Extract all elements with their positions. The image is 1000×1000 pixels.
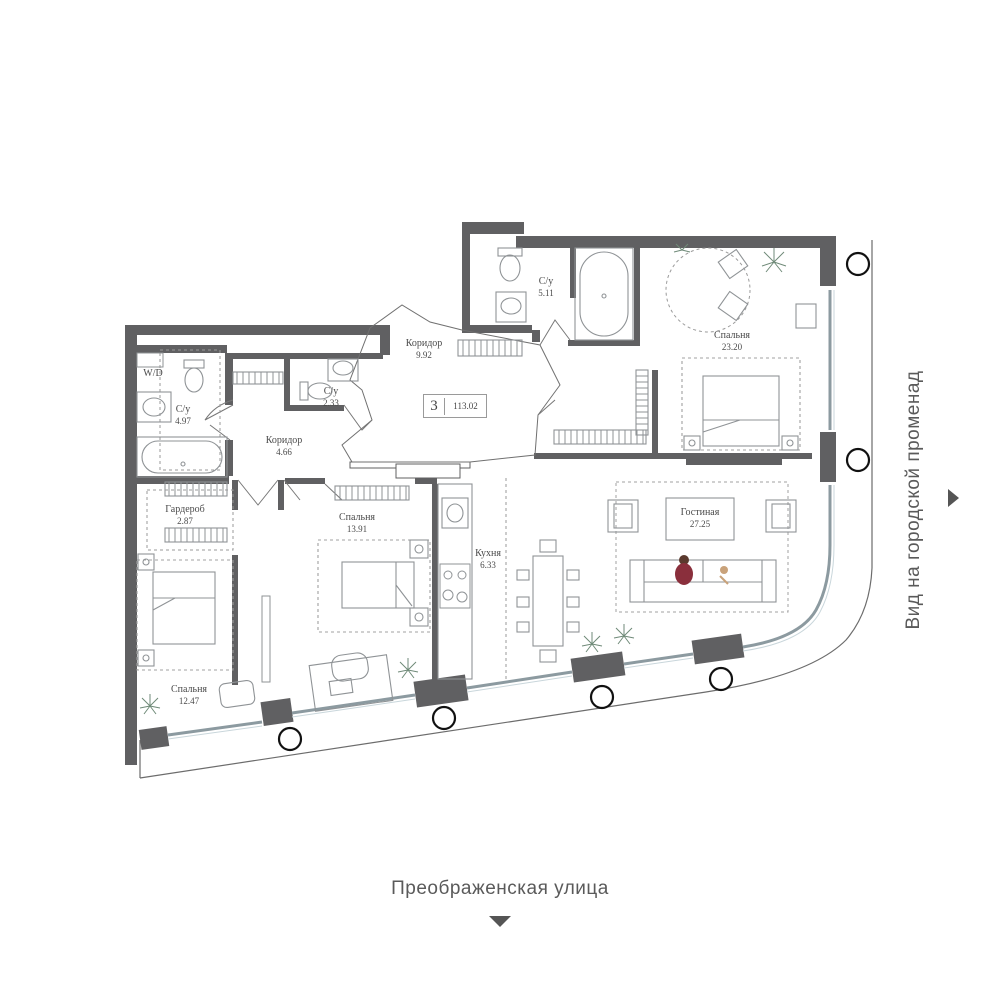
coffee-table-icon bbox=[665, 497, 735, 541]
dining-table-icon bbox=[516, 539, 580, 663]
living-rug bbox=[615, 481, 789, 613]
room-label-bath-left: С/у bbox=[176, 404, 190, 415]
corridor-outline bbox=[341, 304, 561, 463]
plant-icon bbox=[139, 243, 787, 715]
bed-icon bbox=[317, 539, 431, 633]
room-label-bath-top: С/у bbox=[539, 276, 553, 287]
armchair-icon bbox=[607, 499, 797, 533]
bathtub-icon bbox=[136, 436, 228, 478]
windows bbox=[167, 290, 832, 737]
total-area: 113.02 bbox=[453, 401, 478, 411]
room-area-corridor-center: 9.92 bbox=[416, 350, 432, 360]
room-area-bath-left: 4.97 bbox=[175, 416, 191, 426]
room-area-wardrobe: 2.87 bbox=[177, 516, 193, 526]
room-label-kitchen: Кухня bbox=[475, 548, 501, 559]
arrow-down-icon bbox=[489, 916, 511, 927]
room-area-living: 27.25 bbox=[690, 519, 711, 529]
round-table-icon bbox=[665, 247, 751, 333]
stove-icon bbox=[439, 563, 471, 609]
promenade-label: Вид на городской променад bbox=[903, 370, 924, 630]
wardrobe-dashed bbox=[146, 349, 234, 551]
wardrobe-rods bbox=[164, 339, 649, 543]
sofa-icon bbox=[629, 559, 777, 603]
bed-icon bbox=[681, 357, 801, 451]
washer-icon bbox=[136, 352, 164, 368]
street-label: Преображенская улица bbox=[391, 878, 609, 899]
toilet-icon bbox=[183, 247, 523, 401]
interior-walls bbox=[137, 246, 812, 685]
bathtub-icon bbox=[574, 247, 634, 341]
room-label-corridor-center: Коридор bbox=[406, 338, 443, 349]
room-area-bath-small: 2.33 bbox=[323, 398, 339, 408]
sink-icon bbox=[136, 291, 527, 423]
room-area-bedroom-mid: 13.91 bbox=[347, 524, 367, 534]
room-label-bedroom-left: Спальня bbox=[171, 684, 207, 695]
room-label-bedroom-mid: Спальня bbox=[339, 512, 375, 523]
room-label-corridor-left: Коридор bbox=[266, 435, 303, 446]
tv-icon bbox=[686, 459, 782, 465]
apartment-badge: 3 113.02 bbox=[423, 394, 487, 418]
arrow-right-icon bbox=[948, 489, 959, 507]
terrace-outline bbox=[139, 240, 873, 779]
room-label-living: Гостиная bbox=[681, 507, 720, 518]
room-label-bedroom-master: Спальня bbox=[714, 330, 750, 341]
room-label-wd: W/D bbox=[143, 368, 162, 379]
mirror-icon bbox=[261, 595, 271, 683]
door-swings bbox=[204, 319, 571, 506]
camera-viewpoint-icon[interactable] bbox=[277, 251, 871, 752]
desk-icon bbox=[308, 652, 394, 712]
room-area-bedroom-master: 23.20 bbox=[722, 342, 743, 352]
armchair-icon bbox=[717, 248, 817, 329]
room-area-corridor-left: 4.66 bbox=[276, 447, 292, 457]
kitchen-counter bbox=[437, 483, 473, 680]
room-area-kitchen: 6.33 bbox=[480, 560, 496, 570]
exterior-walls bbox=[125, 222, 836, 765]
room-count: 3 bbox=[424, 397, 445, 415]
armchair-icon bbox=[218, 679, 256, 709]
room-area-bedroom-left: 12.47 bbox=[179, 696, 200, 706]
bed-icon bbox=[136, 553, 234, 671]
room-label-bath-small: С/у bbox=[324, 386, 338, 397]
person-icon bbox=[675, 555, 729, 585]
room-area-bath-top: 5.11 bbox=[538, 288, 553, 298]
room-label-wardrobe: Гардероб bbox=[165, 504, 204, 515]
